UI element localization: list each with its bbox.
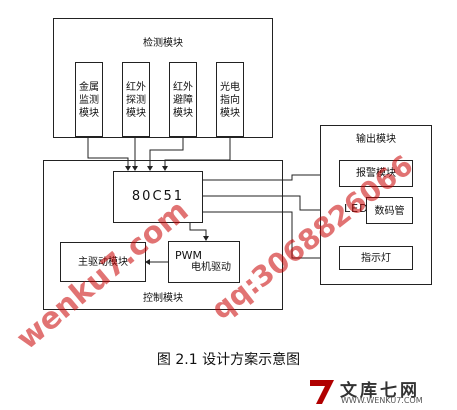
wenku7-logo: 文库七网 WWW.WENKU7.COM xyxy=(308,376,453,408)
wenku7-logo-icon xyxy=(310,380,334,404)
motor-driver-label: 电机驱动 xyxy=(191,262,231,273)
detect-module-title: 检测模块 xyxy=(143,38,183,49)
indicator-label: 指示灯 xyxy=(361,253,391,264)
metal-detect-line-1: 金属 xyxy=(79,82,99,93)
metal-detect-line-2: 监测 xyxy=(79,95,99,106)
infrared-probe-module: 红外 探测 模块 xyxy=(122,62,150,137)
photo-pointing-line-2: 指向 xyxy=(220,95,240,106)
led-label: 数码管 xyxy=(374,206,405,217)
mcu-80c51: 80C51 xyxy=(113,171,203,223)
mcu-label: 80C51 xyxy=(131,189,185,204)
output-module-title: 输出模块 xyxy=(356,134,396,145)
infrared-probe-line-2: 探测 xyxy=(126,95,146,106)
photo-pointing-line-3: 模块 xyxy=(220,108,240,119)
metal-detect-line-3: 模块 xyxy=(79,108,99,119)
metal-detect-module: 金属 监测 模块 xyxy=(75,62,103,137)
led-prefix: LED xyxy=(344,202,369,215)
alarm-module: 报警模块 xyxy=(339,160,413,187)
main-motor-module: 主驱动模块 xyxy=(60,242,146,282)
pwm-prefix: PWM xyxy=(175,249,203,262)
infrared-avoid-line-3: 模块 xyxy=(173,108,193,119)
infrared-avoid-module: 红外 避障 模块 xyxy=(169,62,197,137)
control-module: 控制模块 xyxy=(43,160,283,310)
photo-pointing-line-1: 光电 xyxy=(220,82,240,93)
figure-caption: 图 2.1 设计方案示意图 xyxy=(156,352,301,368)
infrared-probe-line-1: 红外 xyxy=(126,82,146,93)
infrared-probe-line-3: 模块 xyxy=(126,108,146,119)
control-module-title: 控制模块 xyxy=(143,293,183,304)
alarm-label: 报警模块 xyxy=(356,168,396,179)
infrared-avoid-line-1: 红外 xyxy=(173,82,193,93)
brand-cn-text: 文库七网 xyxy=(340,381,420,401)
main-motor-label: 主驱动模块 xyxy=(78,257,128,268)
led-display-module: 数码管 xyxy=(366,197,413,224)
pwm-motor-driver: PWM 电机驱动 xyxy=(168,241,240,283)
infrared-avoid-line-2: 避障 xyxy=(173,95,193,106)
indicator-module: 指示灯 xyxy=(339,246,413,270)
brand-url-text: WWW.WENKU7.COM xyxy=(341,396,423,405)
photo-pointing-module: 光电 指向 模块 xyxy=(216,62,244,137)
